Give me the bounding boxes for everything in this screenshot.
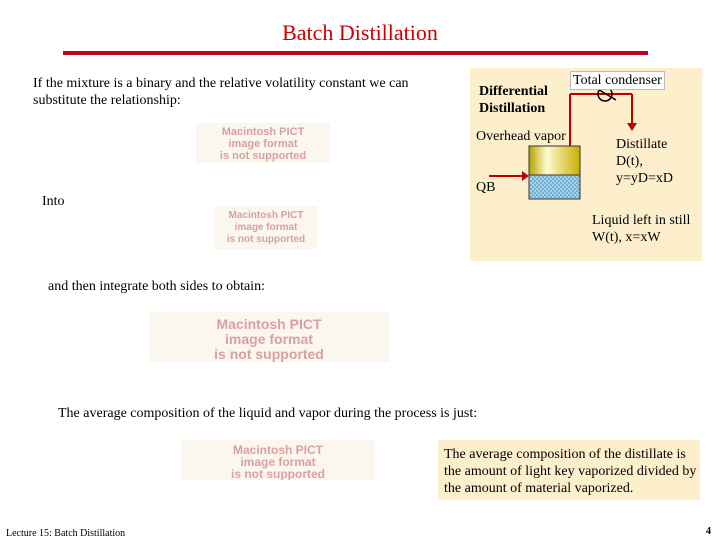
pict-line-1: Macintosh PICT <box>228 210 304 221</box>
diagram-heading-1: Differential <box>479 84 548 99</box>
into-text: Into <box>42 194 65 209</box>
distillate-formula: D(t), y=yD=xD <box>616 154 674 186</box>
total-condenser-label: Total condenser <box>570 71 665 90</box>
unsupported-image-4: Macintosh PICT image format is not suppo… <box>181 440 375 480</box>
liquid-label: Liquid left in still <box>592 213 691 228</box>
unsupported-image-3: Macintosh PICT image format is not suppo… <box>149 312 389 362</box>
pict-line-2: image format <box>225 331 313 347</box>
average-composition-text: The average composition of the liquid an… <box>58 406 478 421</box>
diagram-graphics <box>489 86 637 200</box>
distillate-label: Distillate <box>616 137 668 152</box>
heat-input-label: QB <box>476 180 496 195</box>
unsupported-image-1: Macintosh PICT image format is not suppo… <box>196 123 330 163</box>
unsupported-image-2: Macintosh PICT image format is not suppo… <box>215 206 317 249</box>
intro-text: If the mixture is a binary and the relat… <box>33 76 409 108</box>
overhead-vapor-label: Overhead vapor <box>476 129 566 144</box>
differential-distillation-diagram: Differential Distillation Total condense… <box>470 68 702 261</box>
footer-lecture-title: Lecture 15: Batch Distillation <box>6 528 126 539</box>
pict-line-3: is not supported <box>226 234 306 245</box>
distillate-average-note: The average composition of the distillat… <box>438 440 700 500</box>
integrate-text: and then integrate both sides to obtain: <box>48 279 265 294</box>
pict-line-1: Macintosh PICT <box>221 126 305 138</box>
pict-line-3: is not supported <box>231 467 325 480</box>
liquid-formula: W(t), x=xW <box>592 230 661 245</box>
title-underline <box>63 51 648 55</box>
page-title: Batch Distillation <box>282 20 438 45</box>
diagram-heading-2: Distillation <box>479 101 546 116</box>
pict-line-3: is not supported <box>219 150 307 162</box>
pict-line-2: image format <box>240 455 316 469</box>
pict-line-2: image format <box>228 138 298 150</box>
pict-line-2: image format <box>234 222 298 233</box>
still-liquid <box>528 174 581 200</box>
pict-line-3: is not supported <box>214 346 324 362</box>
pict-line-1: Macintosh PICT <box>232 443 323 457</box>
pict-line-1: Macintosh PICT <box>216 316 322 332</box>
page-number: 4 <box>706 526 711 537</box>
